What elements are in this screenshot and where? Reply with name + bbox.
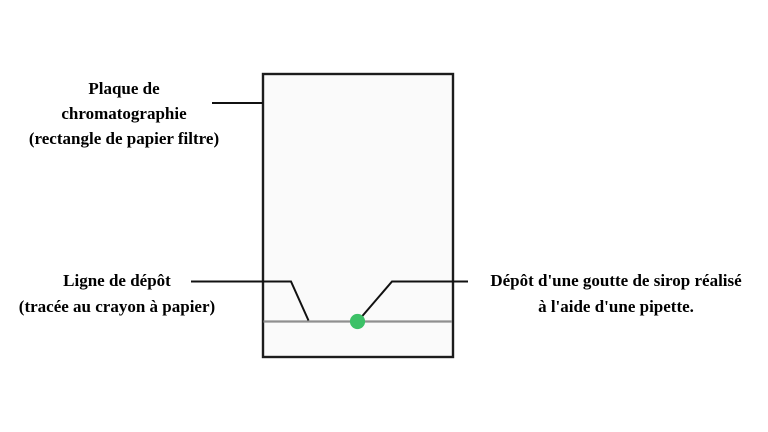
deposit-line-label-leader-line [191, 280, 310, 321]
drop-label-line2: à l'aide d'une pipette. [538, 297, 694, 316]
deposit-line-label: Ligne de dépôt (tracée au crayon à papie… [1, 268, 233, 320]
drop-label: Dépôt d'une goutte de sirop réalisé à l'… [466, 268, 766, 320]
plate-label-line1: Plaque de [88, 79, 160, 98]
syrup-drop [349, 313, 366, 330]
plate-label-line2: chromatographie [61, 104, 187, 123]
drop-label-line1: Dépôt d'une goutte de sirop réalisé [490, 271, 742, 290]
plate-label-line3: (rectangle de papier filtre) [28, 129, 220, 148]
deposit-line-label-line1: Ligne de dépôt [63, 271, 171, 290]
deposit-line-label-line2: (tracée au crayon à papier) [18, 297, 216, 316]
drop-label-leader-line [357, 280, 468, 322]
chromatography-plate [261, 72, 455, 359]
plate-label: Plaque de chromatographie (rectangle de … [6, 76, 242, 151]
